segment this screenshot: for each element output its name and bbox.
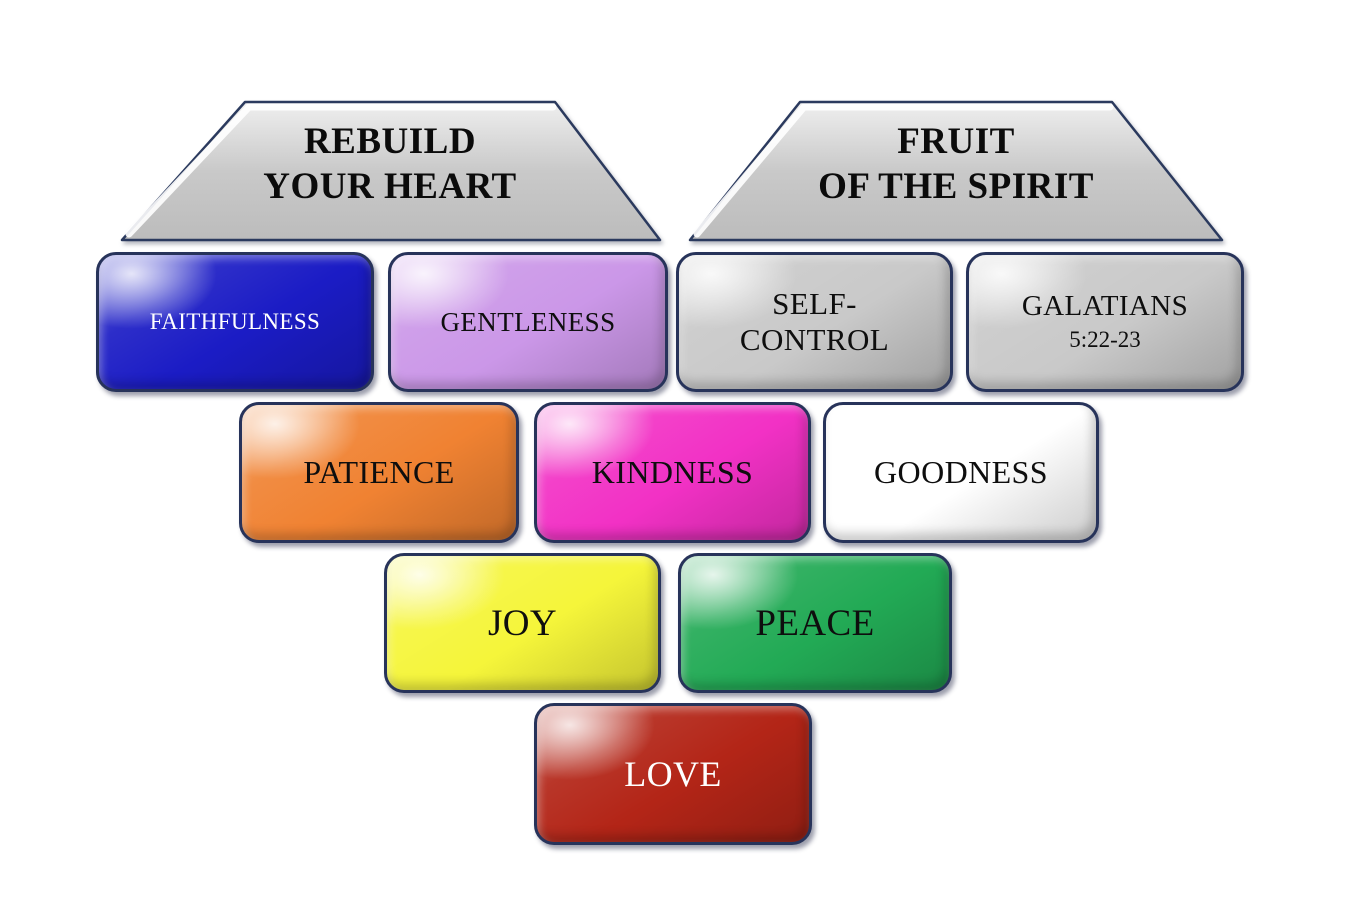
header-rebuild-label: REBUILD YOUR HEART	[263, 121, 517, 208]
header-fruit-label: FRUIT OF THE SPIRIT	[818, 121, 1094, 208]
trapezoid-shape-icon	[688, 100, 1224, 242]
block-patience-label: PATIENCE	[303, 454, 455, 490]
block-peace: PEACE	[678, 553, 952, 693]
block-self-control: SELF- CONTROL	[676, 252, 953, 392]
trapezoid-shape-icon	[120, 100, 662, 242]
block-patience: PATIENCE	[239, 402, 519, 543]
block-galatians-label: GALATIANS	[1021, 290, 1189, 323]
header-rebuild-your-heart: REBUILD YOUR HEART	[112, 97, 668, 245]
block-joy: JOY	[384, 553, 661, 693]
block-goodness-label: GOODNESS	[874, 454, 1048, 490]
block-self-control-label: SELF- CONTROL	[739, 286, 890, 357]
block-love: LOVE	[534, 703, 812, 845]
block-love-label: LOVE	[624, 754, 722, 794]
block-joy-label: JOY	[487, 602, 558, 644]
block-kindness: KINDNESS	[534, 402, 811, 543]
block-goodness: GOODNESS	[823, 402, 1099, 543]
block-galatians-reference: GALATIANS 5:22-23	[966, 252, 1244, 392]
block-kindness-label: KINDNESS	[591, 454, 754, 490]
block-galatians-verse: 5:22-23	[1069, 327, 1141, 353]
block-faithfulness-label: FAITHFULNESS	[149, 309, 321, 334]
block-peace-label: PEACE	[755, 602, 875, 644]
block-gentleness: GENTLENESS	[388, 252, 668, 392]
block-gentleness-label: GENTLENESS	[440, 306, 616, 337]
header-fruit-of-the-spirit: FRUIT OF THE SPIRIT	[678, 97, 1234, 245]
block-faithfulness: FAITHFULNESS	[96, 252, 374, 392]
